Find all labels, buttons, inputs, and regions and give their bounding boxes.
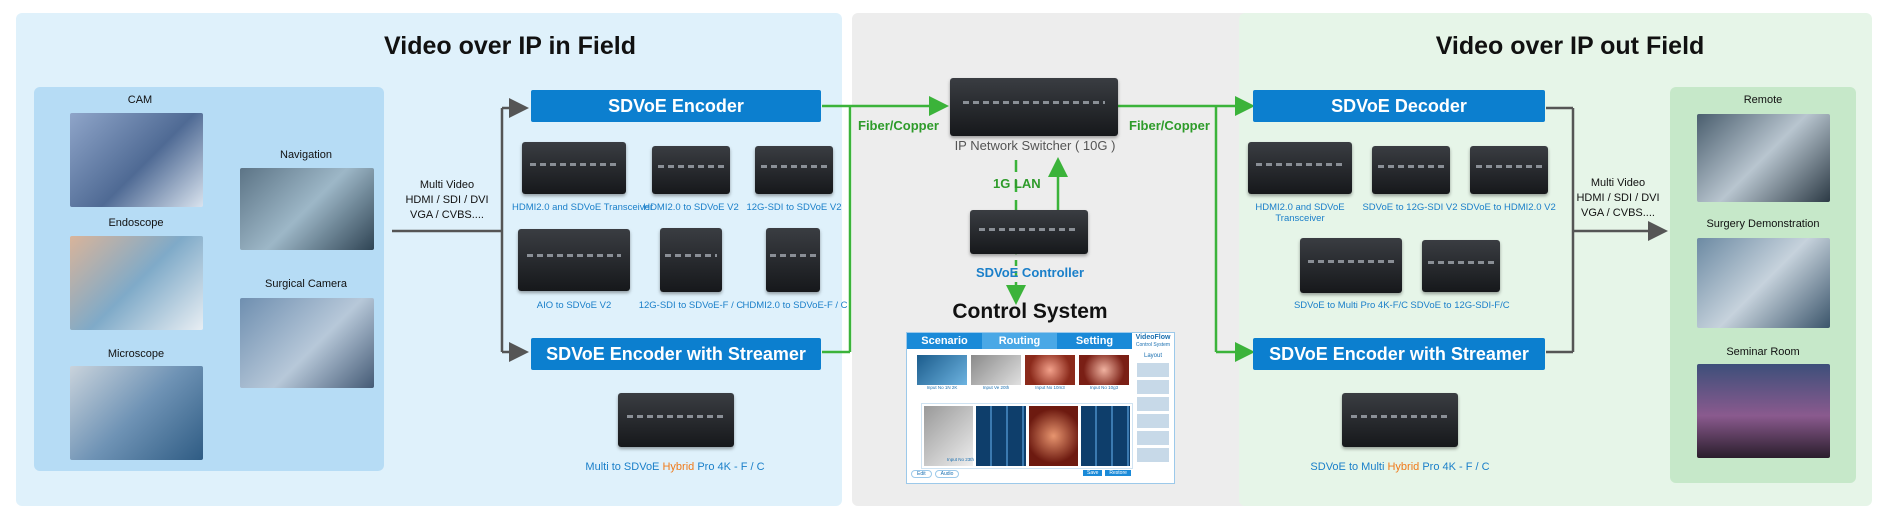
right-encoder-streamer-header: SDVoE Encoder with Streamer bbox=[1253, 338, 1545, 370]
ui-save-button[interactable]: Save bbox=[1083, 470, 1103, 476]
control-system-title: Control System bbox=[952, 300, 1108, 323]
encoder-caption-1: HDMI2.0 and SDVoE Transceiver bbox=[512, 202, 653, 213]
endoscope-image bbox=[70, 236, 203, 330]
ui-edit-button[interactable]: Edit bbox=[911, 470, 932, 478]
encoder-device-12gsdi-v2 bbox=[755, 146, 833, 194]
network-switch bbox=[950, 78, 1118, 136]
decoder-caption-1-text: HDMI2.0 and SDVoE Transceiver bbox=[1255, 202, 1345, 224]
ui-brand: VideoFlow bbox=[1135, 334, 1171, 341]
decoder-device-12gsdi-v2 bbox=[1372, 146, 1450, 194]
mv-line-2: HDMI / SDI / DVI bbox=[405, 194, 489, 206]
navigation-image bbox=[240, 168, 374, 250]
in-field-title: Video over IP in Field bbox=[384, 32, 636, 60]
source-label-cam: CAM bbox=[127, 94, 153, 106]
out-field-title: Video over IP out Field bbox=[1435, 32, 1705, 60]
ui-big-preview bbox=[921, 403, 1133, 469]
right-streamer-caption-hi: Hybrid bbox=[1387, 461, 1420, 473]
left-streamer-caption-hi: Hybrid bbox=[662, 461, 695, 473]
right-streamer-device bbox=[1342, 393, 1458, 447]
ui-thumb-label: Input No 1N 2K bbox=[926, 385, 958, 390]
green-links bbox=[822, 96, 1255, 362]
ui-thumb-label: Input No 10g3 bbox=[1089, 385, 1119, 390]
encoder-device-hdmi-fc bbox=[766, 228, 820, 292]
encoder-caption-5: 12G-SDI to SDVoE-F / C bbox=[638, 300, 744, 311]
rmv-line-2: HDMI / SDI / DVI bbox=[1576, 192, 1660, 204]
dest-label-remote: Remote bbox=[1743, 94, 1783, 106]
encoder-device-12gsdi-fc bbox=[660, 228, 722, 292]
sdvoe-controller-device bbox=[970, 210, 1088, 254]
source-label-endoscope: Endoscope bbox=[108, 217, 164, 229]
surgery-demo-image bbox=[1697, 238, 1830, 328]
decoder-caption-5: SDVoE to 12G-SDI-F/C bbox=[1410, 300, 1510, 311]
sdvoe-decoder-header: SDVoE Decoder bbox=[1253, 90, 1545, 122]
seminar-room-image bbox=[1697, 364, 1830, 458]
decoder-caption-1: HDMI2.0 and SDVoE Transceiver bbox=[1250, 202, 1350, 224]
decoder-caption-4: SDVoE to Multi Pro 4K-F/C bbox=[1293, 300, 1409, 311]
encoder-device-aio bbox=[518, 229, 630, 291]
decoder-device-hdmi-v2 bbox=[1470, 146, 1548, 194]
mv-line-1: Multi Video bbox=[419, 179, 475, 191]
fiber-copper-right: Fiber/Copper bbox=[1129, 118, 1210, 133]
rmv-line-1: Multi Video bbox=[1590, 177, 1646, 189]
decoder-caption-2: SDVoE to 12G-SDI V2 bbox=[1362, 202, 1458, 213]
tab-routing[interactable]: Routing bbox=[982, 333, 1057, 349]
ui-thumb-label: Input No 10m3 bbox=[1035, 385, 1065, 390]
encoder-caption-3: 12G-SDI to SDVoE V2 bbox=[746, 202, 842, 213]
decoder-device-transceiver bbox=[1248, 142, 1352, 194]
dest-label-surgery-demo: Surgery Demonstration bbox=[1706, 218, 1820, 230]
fiber-copper-left: Fiber/Copper bbox=[858, 118, 939, 133]
left-streamer-caption-pre: Multi to SDVoE bbox=[585, 461, 663, 473]
surgical-camera-image bbox=[240, 298, 374, 388]
ui-thumb-row: Input No 1N 2K Input Ve 20th Input No 10… bbox=[917, 355, 1129, 399]
ui-big-label: Input No 23th bbox=[947, 457, 975, 462]
encoder-caption-2: HDMI2.0 to SDVoE V2 bbox=[643, 202, 739, 213]
right-multi-video-label: Multi Video HDMI / SDI / DVI VGA / CVBS.… bbox=[1568, 176, 1668, 221]
left-streamer-device bbox=[618, 393, 734, 447]
decoder-device-12gsdi-fc bbox=[1422, 240, 1500, 292]
sdvoe-encoder-streamer-header: SDVoE Encoder with Streamer bbox=[531, 338, 821, 370]
source-label-navigation: Navigation bbox=[280, 149, 332, 161]
mv-line-3: VGA / CVBS.... bbox=[410, 209, 484, 221]
ui-audio-button[interactable]: Audio bbox=[934, 470, 960, 478]
decoder-caption-3: SDVoE to HDMI2.0 V2 bbox=[1460, 202, 1556, 213]
left-streamer-caption: Multi to SDVoE Hybrid Pro 4K - F / C bbox=[560, 462, 790, 473]
ui-brand-sub: Control System bbox=[1135, 342, 1171, 348]
left-multi-video-label: Multi Video HDMI / SDI / DVI VGA / CVBS.… bbox=[392, 178, 502, 223]
left-source-bracket bbox=[392, 98, 529, 362]
right-streamer-caption-pre: SDVoE to Multi bbox=[1310, 461, 1388, 473]
source-label-surgical-camera: Surgical Camera bbox=[265, 278, 347, 290]
sdvoe-encoder-header: SDVoE Encoder bbox=[531, 90, 821, 122]
right-dest-bracket bbox=[1546, 106, 1668, 354]
lan-label: 1G LAN bbox=[993, 176, 1041, 191]
tab-setting[interactable]: Setting bbox=[1075, 335, 1114, 347]
encoder-device-hdmi-v2 bbox=[652, 146, 730, 194]
ui-thumb-label: Input Ve 20th bbox=[982, 385, 1010, 390]
controller-label: SDVoE Controller bbox=[975, 265, 1085, 280]
left-streamer-caption-post: Pro 4K - F / C bbox=[694, 461, 765, 473]
right-streamer-caption: SDVoE to Multi Hybrid Pro 4K - F / C bbox=[1285, 462, 1515, 473]
decoder-device-multi-pro bbox=[1300, 238, 1402, 293]
tab-scenario[interactable]: Scenario bbox=[921, 335, 968, 347]
cam-image bbox=[70, 113, 203, 207]
control-ui: Scenario Routing Setting VideoFlow Contr… bbox=[906, 332, 1175, 484]
dest-label-seminar-room: Seminar Room bbox=[1726, 346, 1800, 358]
ui-restore-button[interactable]: Restore bbox=[1105, 470, 1131, 476]
remote-image bbox=[1697, 114, 1830, 202]
encoder-caption-4: AIO to SDVoE V2 bbox=[536, 300, 612, 311]
microscope-image bbox=[70, 366, 203, 460]
encoder-caption-6: HDMI2.0 to SDVoE-F / C bbox=[742, 300, 848, 311]
source-label-microscope: Microscope bbox=[107, 348, 165, 360]
right-streamer-caption-post: Pro 4K - F / C bbox=[1419, 461, 1490, 473]
switch-label: IP Network Switcher ( 10G ) bbox=[954, 138, 1116, 153]
ui-layout-label: Layout bbox=[1143, 353, 1162, 359]
encoder-device-transceiver bbox=[522, 142, 626, 194]
rmv-line-3: VGA / CVBS.... bbox=[1581, 207, 1655, 219]
